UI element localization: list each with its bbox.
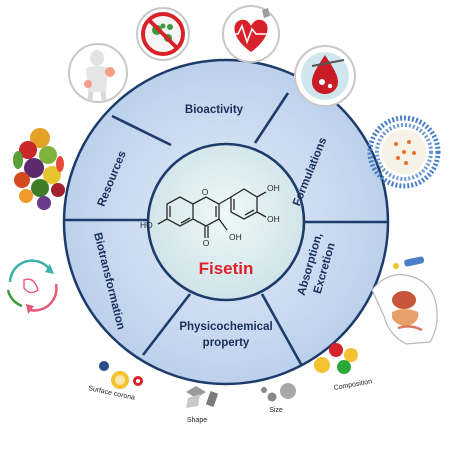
label-shape: Shape — [187, 417, 207, 424]
surface-corona-icon — [99, 361, 143, 389]
oh-ring-b-bond-2 — [256, 211, 267, 218]
oh-label-lower: OH — [229, 232, 242, 242]
shape-icon — [186, 386, 219, 408]
size-icon — [261, 383, 296, 402]
label-size: Size — [269, 407, 283, 414]
ring-c — [192, 196, 220, 227]
oh-label-right: OH — [267, 214, 280, 224]
fruits-vegetables-icon — [13, 128, 65, 210]
segment-physicochemical-line1: Physicochemical — [179, 321, 272, 333]
oh-3-bond — [218, 218, 228, 231]
divider-resources-bioactivity — [111, 114, 172, 147]
label-surface-corona: Surface corona — [88, 385, 136, 402]
segment-physicochemical-line2: property — [203, 337, 250, 349]
liposome-icon — [367, 115, 441, 189]
ring-a-double-bond-2 — [180, 217, 191, 224]
center-circle — [146, 142, 306, 302]
divider-bioactivity-formulations — [253, 92, 290, 144]
ho-ring-a-bond — [157, 218, 168, 225]
segment-dividers — [64, 92, 388, 367]
metabolic-cycle-icon — [6, 259, 58, 314]
heart-rate-icon — [222, 5, 280, 63]
fisetin-atoms: O O HO OH OH OH — [140, 183, 280, 248]
segment-bioactivity: Bioactivity — [185, 104, 244, 116]
diabetes-drop-icon — [294, 45, 356, 107]
divider-physicochemical-biotransformation — [141, 293, 192, 356]
composition-icon — [314, 343, 358, 374]
joint-pain-icon — [68, 43, 128, 103]
ho-label-left: HO — [140, 220, 153, 230]
digestive-system-icon — [371, 256, 438, 345]
oh-label-top: OH — [267, 183, 280, 193]
compound-name: Fisetin — [199, 259, 254, 278]
ring-bc-bond — [218, 196, 232, 205]
ring-b-double-bond-2 — [244, 209, 255, 216]
label-composition: Composition — [333, 378, 373, 392]
ring-oxygen: O — [202, 187, 209, 197]
outer-ring — [62, 58, 390, 386]
carbonyl-oxygen: O — [203, 238, 210, 248]
antimicrobial-icon — [136, 7, 190, 61]
oh-ring-b-bond-1 — [256, 191, 267, 198]
divider-absorption-physicochemical — [260, 293, 304, 367]
fisetin-structure — [157, 188, 267, 238]
